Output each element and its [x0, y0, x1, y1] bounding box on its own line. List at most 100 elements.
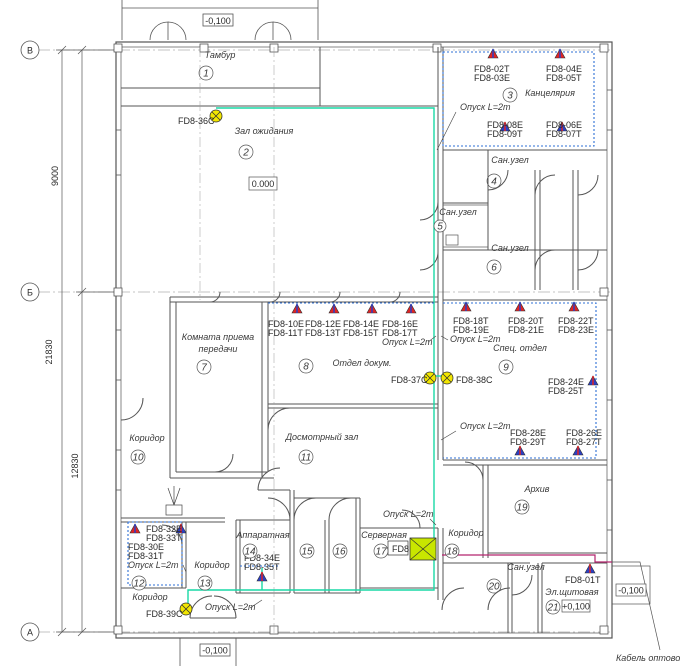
room-name-3: Канцелярия [525, 88, 575, 98]
room-labels: Тамбур 1 Зал ожидания 2 0.000 Канцелярия… [129, 50, 599, 615]
det-35: FD8-35T [244, 562, 280, 572]
drop-note-6: Опуск L=2m [128, 560, 179, 570]
room-no-6: 6 [491, 263, 497, 274]
room-name-5: Сан.узел [439, 207, 476, 217]
drop-note-7: Опуск L=2m [205, 602, 256, 612]
det-17: FD8-17T [382, 328, 418, 338]
det-18: FD8-18T [453, 316, 489, 326]
room-name-14: Аппаратная [235, 530, 289, 540]
det-11: FD8-11T [268, 328, 303, 338]
det-15: FD8-15T [343, 328, 379, 338]
det-37: FD8-37C [391, 375, 428, 385]
room-no-14: 14 [244, 547, 256, 558]
room-name-7b: передачи [199, 344, 238, 354]
room-no-4: 4 [491, 177, 497, 188]
det-02: FD8-02T [474, 64, 510, 74]
det-12: FD8-12E [305, 319, 341, 329]
det-10: FD8-10E [268, 319, 304, 329]
room-no-17: 17 [375, 547, 387, 558]
det-24: FD8-24E [548, 377, 584, 387]
det-22: FD8-22T [558, 316, 594, 326]
drop-note-5: Опуск L=2m [383, 509, 434, 519]
room-name-1: Тамбур [205, 50, 236, 60]
dim-21830: 21830 [44, 339, 54, 364]
level-hall: 0.000 [252, 179, 275, 189]
top-entrance [121, 0, 319, 41]
room-no-11: 11 [301, 453, 311, 464]
det-09: FD8-09T [487, 129, 523, 139]
axis-label-a: А [27, 628, 33, 638]
room-name-2: Зал ожидания [235, 126, 294, 136]
det-31: FD8-31T [128, 551, 164, 561]
room-no-13: 13 [199, 579, 211, 590]
det-26: FD8-26E [566, 428, 602, 438]
level-bottom: -0,100 [202, 646, 228, 656]
room-no-10: 10 [132, 453, 144, 464]
det-34: FD8-34E [244, 553, 280, 563]
det-21: FD8-21E [508, 325, 544, 335]
det-36: FD8-36C [178, 116, 215, 126]
panel-label: FD8 [392, 544, 409, 554]
room-name-17: Серверная [361, 530, 407, 540]
axis-marker-a: А [20, 622, 40, 642]
drop-notes: Опуск L=2m Опуск L=2m Опуск L=2m Опуск L… [128, 102, 680, 663]
det-14: FD8-14E [343, 319, 379, 329]
centerlines [199, 47, 275, 633]
det-25: FD8-25T [548, 386, 584, 396]
room-name-21: Эл.щитовая [545, 587, 598, 597]
room-name-7a: Комната приема [182, 332, 254, 342]
outer-walls [115, 41, 613, 639]
window-marks [116, 89, 612, 531]
room-no-2: 2 [242, 148, 249, 159]
room-name-19: Архив [524, 484, 550, 494]
room-no-16: 16 [334, 547, 346, 558]
room-name-4: Сан.узел [491, 155, 528, 165]
room-no-15: 15 [301, 547, 313, 558]
det-23: FD8-23E [558, 325, 594, 335]
room-no-20: 20 [487, 582, 500, 593]
det-04: FD8-04E [546, 64, 582, 74]
det-01: FD8-01T [565, 575, 601, 585]
room-name-6: Сан.узел [491, 243, 528, 253]
level-outside-right: -0,100 [618, 586, 644, 596]
axis-lines [38, 49, 610, 633]
room-name-13: Коридор [194, 560, 229, 570]
det-16: FD8-16E [382, 319, 418, 329]
axis-label-v: В [27, 46, 33, 56]
room-name-12: Коридор [132, 592, 167, 602]
control-panel: FD8 [387, 537, 437, 561]
room-name-9: Спец. отдел [493, 343, 547, 353]
det-03: FD8-03E [474, 73, 510, 83]
drop-note-4: Опуск L=2m [460, 421, 511, 431]
room-no-5: 5 [437, 222, 443, 233]
room-no-3: 3 [507, 91, 513, 102]
interior-walls [120, 47, 607, 633]
level-shield: +0,100 [562, 602, 590, 612]
det-38: FD8-38C [456, 375, 493, 385]
dim-9000: 9000 [50, 166, 60, 186]
room-no-12: 12 [133, 579, 145, 590]
room-no-1: 1 [203, 69, 209, 80]
room-no-18: 18 [446, 547, 458, 558]
cable-note: Кабель оптоволо [616, 653, 680, 663]
level-outside-box [615, 583, 647, 597]
detector-labels: FD8-02T FD8-03E FD8-04E FD8-05T FD8-08E … [128, 64, 602, 619]
dim-12830: 12830 [70, 453, 80, 478]
axis-label-b: Б [27, 288, 33, 298]
room-no-19: 19 [516, 503, 528, 514]
det-06: FD8-06E [546, 120, 582, 130]
det-20: FD8-20T [508, 316, 544, 326]
cable-route-main [187, 107, 446, 606]
antenna-icon [165, 486, 183, 516]
det-27: FD8-27T [566, 437, 602, 447]
room-name-11: Досмотрный зал [285, 432, 359, 442]
drop-note-2: Опуск L=2m [382, 337, 433, 347]
room-no-9: 9 [503, 363, 509, 374]
bottom-entrance [179, 638, 237, 666]
drop-note-1: Опуск L=2m [460, 102, 511, 112]
room-no-21: 21 [546, 603, 558, 614]
room-no-8: 8 [303, 362, 309, 373]
det-07: FD8-07T [546, 129, 582, 139]
det-28: FD8-28E [510, 428, 546, 438]
